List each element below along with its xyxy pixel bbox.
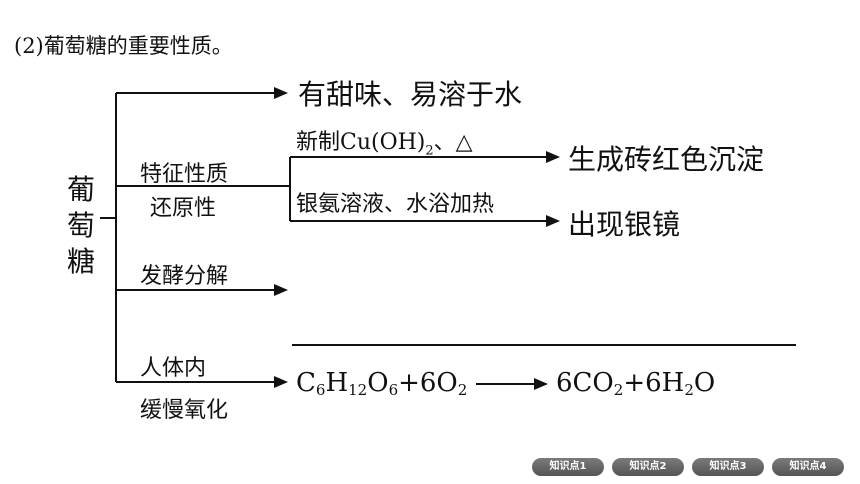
branch4-label-line2: 缓慢氧化: [140, 398, 229, 423]
reaction2-result: 出现银镜: [568, 208, 681, 241]
reaction1-condition: 新制Cu(OH)2、△: [296, 130, 473, 159]
nav-knowledge-point-3[interactable]: 知识点3: [692, 458, 764, 476]
branch3-label: 发酵分解: [140, 264, 229, 289]
reaction2-condition: 银氨溶液、水浴加热: [296, 192, 495, 217]
branch4-label-line1: 人体内: [140, 356, 207, 381]
branch2-label-line2: 还原性: [150, 196, 217, 221]
equation-right: 6CO2+6H2O: [556, 368, 716, 399]
nav-knowledge-point-1[interactable]: 知识点1: [532, 458, 604, 476]
branch1-result: 有甜味、易溶于水: [298, 78, 523, 111]
section-heading: (2)葡萄糖的重要性质。: [14, 34, 233, 58]
root-label: 葡萄糖: [66, 173, 95, 278]
reaction1-result: 生成砖红色沉淀: [568, 143, 765, 176]
equation-left: C6H12O6+6O2: [296, 368, 468, 399]
knowledge-point-nav: 知识点1 知识点2 知识点3 知识点4: [532, 458, 844, 476]
nav-knowledge-point-2[interactable]: 知识点2: [612, 458, 684, 476]
branch2-label-line1: 特征性质: [140, 162, 229, 187]
nav-knowledge-point-4[interactable]: 知识点4: [772, 458, 844, 476]
